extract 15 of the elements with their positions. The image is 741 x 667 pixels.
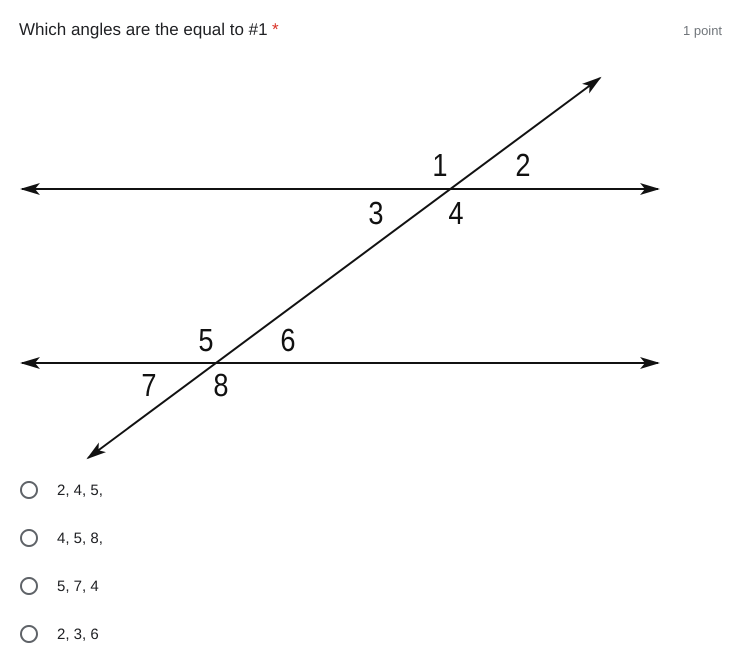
option-text: 2, 4, 5, xyxy=(57,483,103,498)
angle-number: 8 xyxy=(213,369,228,401)
angle-number: 7 xyxy=(141,369,156,401)
angle-number: 6 xyxy=(280,324,296,356)
points-label: 1 point xyxy=(683,23,722,38)
option-text: 4, 5, 8, xyxy=(57,531,103,546)
angle-number: 4 xyxy=(448,197,464,229)
question-title: Which angles are the equal to #1 xyxy=(19,20,268,40)
angle-number: 1 xyxy=(432,149,448,181)
angle-number: 3 xyxy=(368,197,384,229)
angle-number: 5 xyxy=(198,324,214,356)
required-mark: * xyxy=(272,20,279,40)
option-text: 2, 3, 6 xyxy=(57,627,99,642)
option-text: 5, 7, 4 xyxy=(57,579,99,594)
angle-number: 2 xyxy=(515,149,530,181)
